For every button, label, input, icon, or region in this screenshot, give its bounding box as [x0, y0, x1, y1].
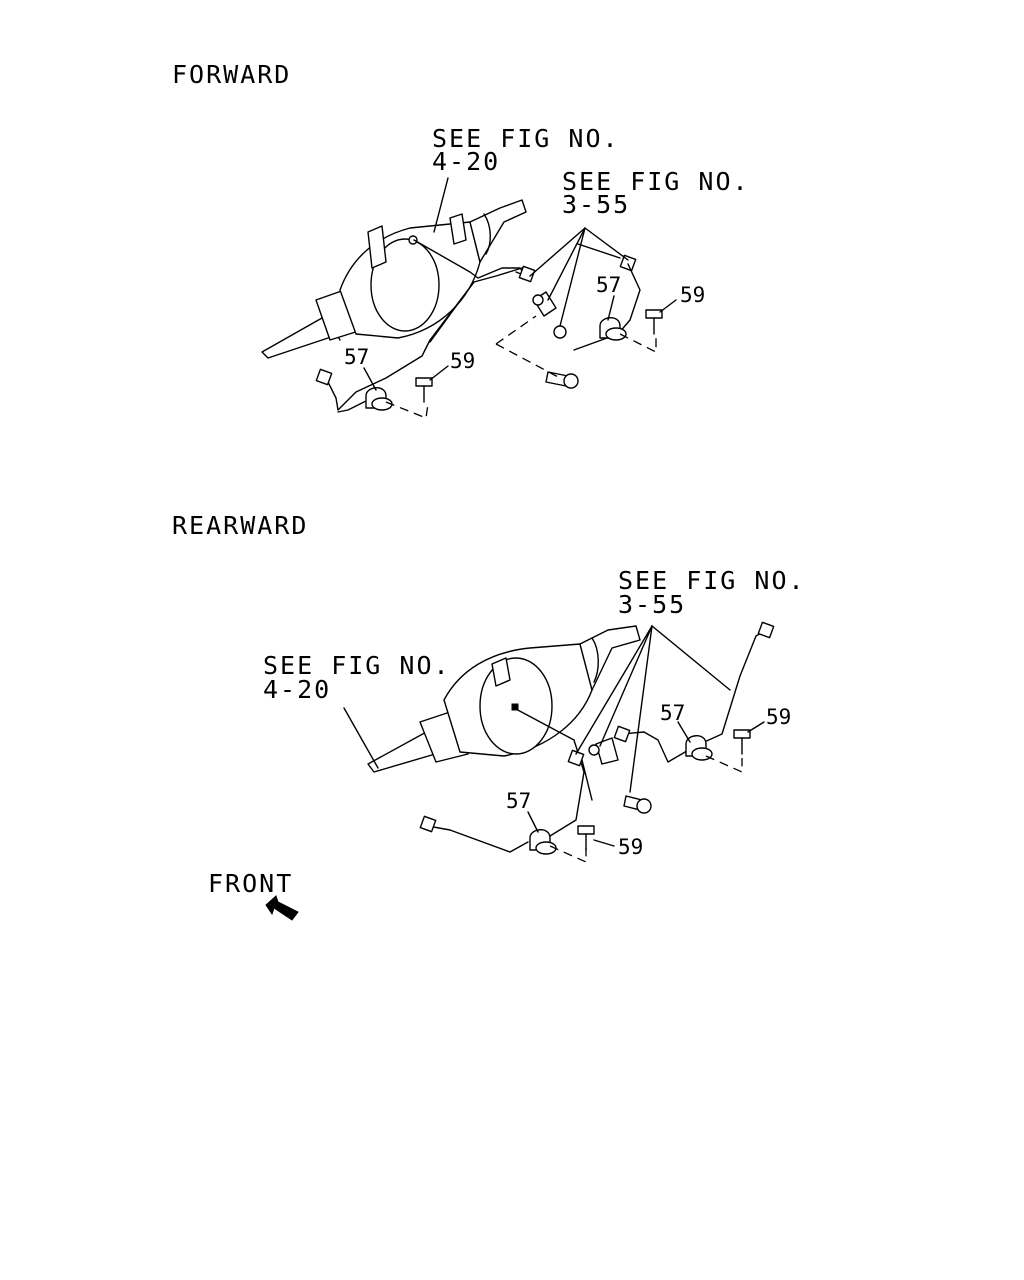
rearward-bolt-left	[577, 825, 595, 851]
front-label: FRONT	[208, 869, 293, 898]
rearward-clip-left	[529, 829, 557, 855]
rearward-fitting-mid	[613, 725, 631, 743]
rearward-axle-housing	[367, 625, 641, 773]
rearward-tee-union	[588, 737, 619, 765]
forward-fitting-center	[518, 265, 536, 283]
forward-line-ref-line1: SEE FIG NO.	[562, 167, 750, 196]
forward-bolt-right	[645, 309, 663, 335]
forward-heading: FORWARD	[172, 60, 291, 89]
rearward-line-ref-line1: SEE FIG NO.	[618, 566, 806, 595]
rearward-axle-ref-line2: 4-20	[263, 675, 331, 704]
forward-callout-clip-left: 57	[344, 345, 369, 369]
rearward-union-bolt	[623, 795, 652, 814]
rearward-callout-bolt-right: 59	[766, 705, 791, 729]
rearward-callout-clip-left: 57	[506, 789, 531, 813]
forward-axle-ref-line1: SEE FIG NO.	[432, 124, 620, 153]
forward-fitting-right	[619, 254, 637, 272]
front-indicator: FRONT	[208, 869, 299, 921]
rearward-axle-ref-line1: SEE FIG NO.	[263, 651, 451, 680]
forward-axle-ref-line2: 4-20	[432, 147, 500, 176]
forward-callout-bolt-right: 59	[680, 283, 705, 307]
forward-bolt-left	[415, 377, 433, 403]
front-arrow-icon	[265, 895, 299, 921]
rearward-bolt-right	[733, 729, 751, 755]
rearward-brake-pipe-left	[427, 825, 529, 853]
rearward-fitting-right	[757, 621, 775, 639]
forward-clip-left	[365, 387, 393, 411]
forward-line-ref-line2: 3-55	[562, 190, 630, 219]
forward-callout-clip-right: 57	[596, 273, 621, 297]
forward-callout-bolt-left: 59	[450, 349, 475, 373]
rearward-brake-pipe-right	[621, 731, 693, 763]
forward-fitting-left	[315, 368, 333, 386]
forward-clip-right	[599, 317, 627, 341]
forward-brake-pipe-left	[413, 239, 527, 279]
forward-brake-pipe-main	[325, 267, 523, 411]
rearward-heading: REARWARD	[172, 511, 308, 540]
forward-diff-cover	[370, 238, 440, 332]
rearward-callout-bolt-left: 59	[618, 835, 643, 859]
rearward-fitting-center	[567, 749, 585, 767]
forward-union-bolt	[545, 371, 579, 389]
forward-axle-housing	[261, 177, 527, 359]
rearward-fitting-left	[419, 815, 437, 833]
rearward-callout-clip-right: 57	[660, 701, 685, 725]
forward-tee-union	[532, 291, 567, 339]
rearward-section: REARWARD SEE FIG NO. 3-55 SEE FIG NO. 4-…	[172, 511, 806, 864]
forward-section: FORWARD SEE FIG NO. 4-20 SEE FIG NO. 3-5…	[172, 60, 750, 419]
rearward-line-ref-line2: 3-55	[618, 590, 686, 619]
